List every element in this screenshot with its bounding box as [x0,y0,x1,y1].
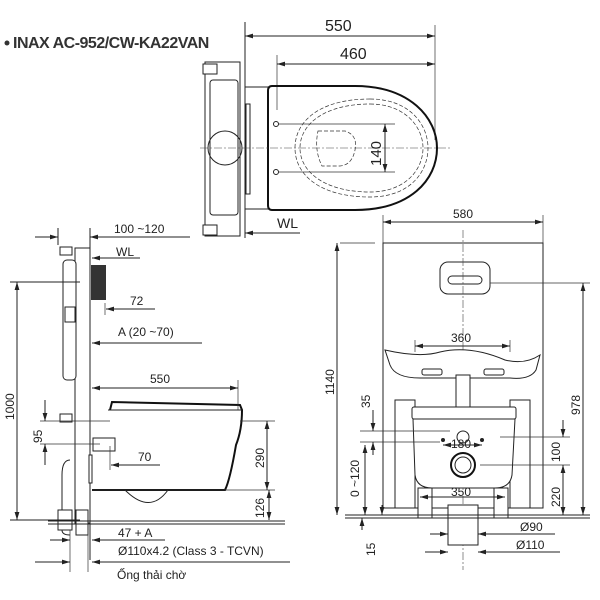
pipe-spec: Ø110x4.2 (Class 3 - TCVN) [118,544,264,558]
dim-d110: Ø110 [516,538,545,552]
dim-15: 15 [364,542,378,556]
top-wl-label: WL [277,215,298,231]
dim-290: 290 [253,448,267,468]
side-wl-label: WL [116,245,134,259]
top-view: 550 460 140 WL [200,18,452,238]
dim-978: 978 [569,395,583,415]
dim-35: 35 [359,394,373,408]
dim-180: 180 [451,437,471,451]
dim-d90: Ø90 [520,520,543,534]
front-view: 580 1140 360 978 35 0 ~120 180 100 220 3… [323,207,590,570]
side-view: 1000 100 ~120 WL 72 A (20 ~70) 550 95 70… [3,222,290,582]
dim-47-plus-a: 47 + A [118,526,152,540]
dim-a-range: A (20 ~70) [118,325,174,339]
dim-bowl-length-side: 550 [150,372,170,386]
dim-360: 360 [451,331,471,345]
dim-70: 70 [138,450,152,464]
dim-wall-thickness: 100 ~120 [114,222,165,236]
dim-72: 72 [130,294,144,308]
dim-126: 126 [253,498,267,518]
dim-frame-height: 1000 [3,393,17,420]
dim-100: 100 [549,442,563,462]
product-title: INAX AC-952/CW-KA22VAN [4,35,209,52]
dim-95: 95 [31,429,45,443]
dim-220: 220 [549,487,563,507]
dim-bowl-length: 460 [340,46,367,63]
dim-front-width: 580 [453,207,473,221]
title-text: INAX AC-952/CW-KA22VAN [13,35,209,52]
dim-front-height: 1140 [323,369,337,395]
dim-350: 350 [451,485,471,499]
dim-overall-length: 550 [325,18,352,35]
dim-bolt-spacing: 140 [368,141,385,166]
dim-0-120: 0 ~120 [348,460,362,497]
pipe-label: Ống thải chờ [117,567,186,582]
